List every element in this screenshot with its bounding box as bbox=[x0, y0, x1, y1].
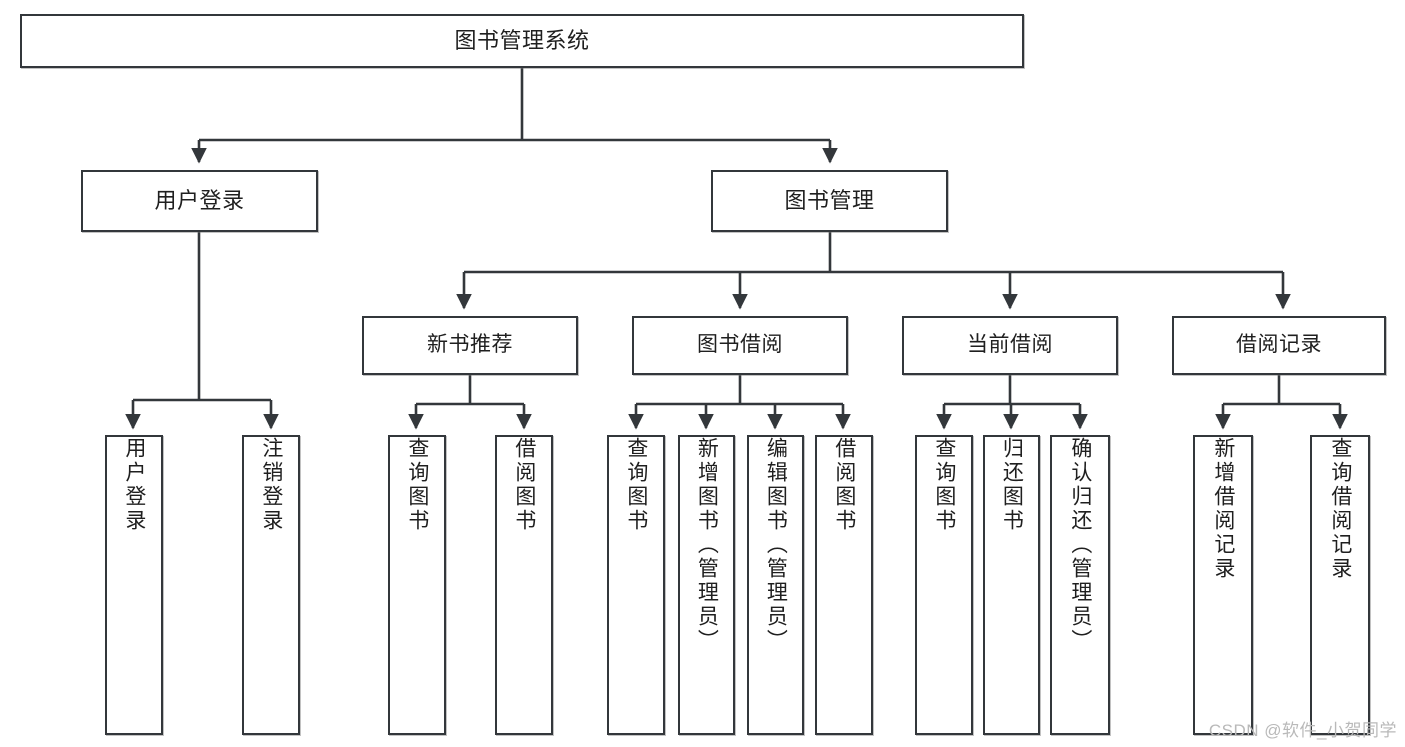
node-book-management[interactable]: 图书管理 bbox=[711, 170, 948, 232]
node-borrow-record[interactable]: 借阅记录 bbox=[1172, 316, 1386, 375]
node-label: 新增图书（管理员） bbox=[695, 437, 719, 653]
node-label: 图书借阅 bbox=[697, 333, 783, 357]
node-label: 借阅记录 bbox=[1236, 333, 1322, 357]
node-label: 注销登录 bbox=[259, 437, 283, 533]
node-label: 查询图书 bbox=[932, 437, 956, 533]
leaf-query-book-recommend[interactable]: 查询图书 bbox=[388, 435, 446, 735]
node-book-borrow[interactable]: 图书借阅 bbox=[632, 316, 848, 375]
node-new-book-recommend[interactable]: 新书推荐 bbox=[362, 316, 578, 375]
node-label: 查询借阅记录 bbox=[1328, 437, 1352, 581]
leaf-return-book[interactable]: 归还图书 bbox=[983, 435, 1040, 735]
leaf-query-book-borrow[interactable]: 查询图书 bbox=[607, 435, 665, 735]
leaf-confirm-return-admin[interactable]: 确认归还（管理员） bbox=[1050, 435, 1110, 735]
leaf-logout[interactable]: 注销登录 bbox=[242, 435, 300, 735]
node-label: 新书推荐 bbox=[427, 333, 513, 357]
node-label: 查询图书 bbox=[624, 437, 648, 533]
node-label: 编辑图书（管理员） bbox=[764, 437, 788, 653]
node-label: 用户登录 bbox=[122, 437, 146, 533]
node-current-borrow[interactable]: 当前借阅 bbox=[902, 316, 1118, 375]
leaf-query-borrow-record[interactable]: 查询借阅记录 bbox=[1310, 435, 1370, 735]
node-label: 查询图书 bbox=[405, 437, 429, 533]
node-label: 确认归还（管理员） bbox=[1068, 437, 1092, 653]
node-label: 归还图书 bbox=[1000, 437, 1024, 533]
leaf-borrow-book[interactable]: 借阅图书 bbox=[815, 435, 873, 735]
node-label: 用户登录 bbox=[154, 188, 245, 214]
node-label: 新增借阅记录 bbox=[1211, 437, 1235, 581]
leaf-borrow-book-recommend[interactable]: 借阅图书 bbox=[495, 435, 553, 735]
node-label: 借阅图书 bbox=[512, 437, 536, 533]
node-user-login[interactable]: 用户登录 bbox=[81, 170, 318, 232]
node-root-system[interactable]: 图书管理系统 bbox=[20, 14, 1024, 68]
node-label: 借阅图书 bbox=[832, 437, 856, 533]
leaf-user-login[interactable]: 用户登录 bbox=[105, 435, 163, 735]
node-label: 当前借阅 bbox=[967, 333, 1053, 357]
leaf-query-book-current[interactable]: 查询图书 bbox=[915, 435, 973, 735]
csdn-watermark: CSDN @软件_小贺同学 bbox=[1208, 721, 1397, 740]
leaf-edit-book-admin[interactable]: 编辑图书（管理员） bbox=[747, 435, 804, 735]
leaf-add-borrow-record[interactable]: 新增借阅记录 bbox=[1193, 435, 1253, 735]
node-label: 图书管理系统 bbox=[454, 28, 590, 54]
leaf-add-book-admin[interactable]: 新增图书（管理员） bbox=[678, 435, 735, 735]
node-label: 图书管理 bbox=[784, 188, 875, 214]
